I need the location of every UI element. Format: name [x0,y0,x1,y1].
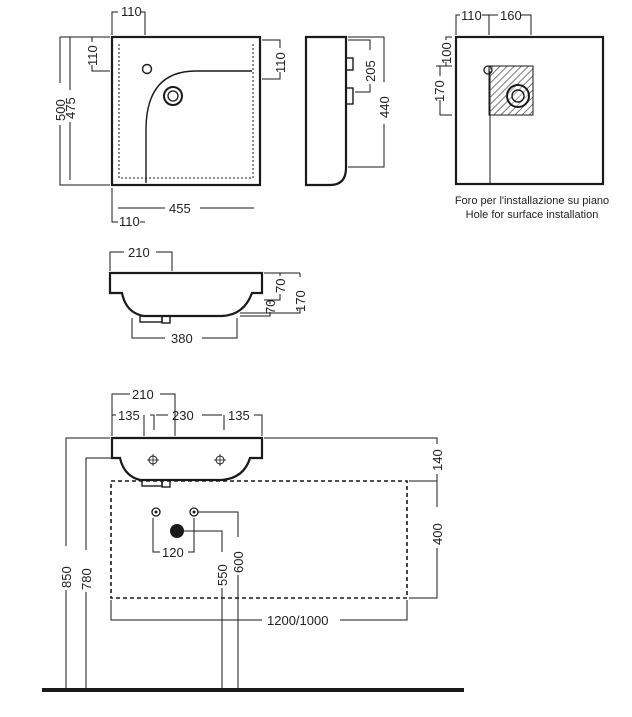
front-view [108,251,301,339]
install-height-850-label: 850 [59,566,74,588]
install-center-gap-label: 230 [172,408,194,423]
surface-drain-inner [511,89,525,103]
plan-height-outer-label: 500 [53,99,68,121]
surface-drain-outer [506,84,530,108]
install-cabinet-width-label: 1200/1000 [267,613,328,628]
front-top-width-label: 210 [128,245,150,260]
waste-outlet [170,524,184,538]
drain-outer [163,86,183,106]
plan-left-offset-label: 110 [85,45,100,66]
surface-hatch-area [488,65,534,116]
plan-bottom-offset-label: 110 [119,214,140,229]
surface-offset-a-label: 110 [461,8,482,23]
surface-offset-v-top-label: 100 [439,42,454,64]
front-basin-profile [108,271,264,318]
side-profile [304,35,348,187]
front-drain-trap [161,315,171,324]
side-view [304,35,385,187]
install-cabinet-height-label: 400 [430,523,445,545]
water-inlet-left [151,507,161,517]
front-bottom-width-label: 380 [171,331,193,346]
cabinet-dashed-outline [110,480,408,599]
plan-height-inner-label: 475 [63,97,78,119]
plan-top-offset-label: 110 [121,4,142,19]
basin-bowl-curve [145,70,252,183]
install-right-gap-label: 135 [228,408,250,423]
basin-inner-dashed [118,44,254,179]
side-tap-height-label: 205 [363,60,378,82]
front-lower-height-label: 70 [263,300,278,314]
front-total-height-label: 170 [293,290,308,312]
plan-view [59,11,281,223]
install-drain-spacing-label: 120 [162,545,184,560]
side-tap-block-upper [345,57,354,71]
install-basin-profile [110,436,264,482]
side-tap-block-lower [345,87,354,105]
surface-offset-v-mid-label: 170 [432,80,447,102]
install-height-780-label: 780 [79,568,94,590]
drain-inner [167,90,179,102]
installation-view [42,393,464,692]
install-left-gap-label: 135 [118,408,140,423]
install-rim-height-label: 140 [430,449,445,471]
install-height-550-label: 550 [215,564,230,586]
install-top-width-label: 210 [132,387,154,402]
basin-outline [110,35,262,187]
surface-plan [436,14,605,186]
tap-hole [141,63,153,75]
surface-outline [454,35,605,186]
front-upper-height-label: 70 [273,279,288,293]
plan-width-label: 455 [169,201,191,216]
install-height-600-label: 600 [231,551,246,573]
plan-right-offset-label: 110 [273,52,288,73]
surface-caption-english: Hole for surface installation [466,209,599,221]
surface-offset-b-label: 160 [500,8,522,23]
surface-caption-italian: Foro per l'installazione su piano [455,195,609,207]
side-depth-label: 440 [377,96,392,118]
install-drain-trap [161,479,171,488]
